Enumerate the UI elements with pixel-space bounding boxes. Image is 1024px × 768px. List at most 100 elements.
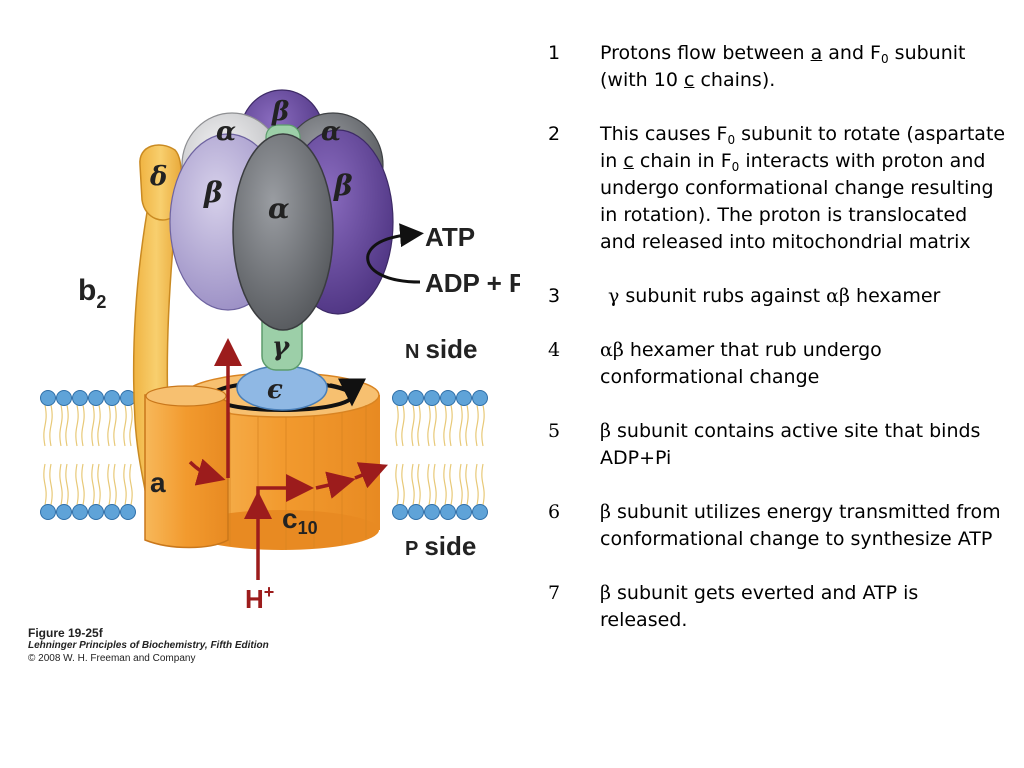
lipid-tail xyxy=(113,463,117,506)
c10-label: c10 xyxy=(282,503,318,538)
a-subunit xyxy=(144,394,229,549)
lipid-head xyxy=(392,504,408,520)
epsilon-label: ϵ xyxy=(267,375,283,405)
lipid-head xyxy=(408,390,424,406)
lipid-tail xyxy=(49,463,53,506)
step-number: 4 xyxy=(548,339,561,361)
lipid-head xyxy=(456,390,472,406)
lipid-tail xyxy=(427,463,431,506)
lipid-head xyxy=(88,504,104,520)
lipid-head xyxy=(392,390,408,406)
lipid-tail xyxy=(395,404,399,447)
adp-pi-label: ADP + Pi xyxy=(425,268,520,302)
step-number: 1 xyxy=(548,42,561,64)
lipid-tail xyxy=(433,463,437,506)
lipid-tail xyxy=(401,463,405,506)
lipid-tail xyxy=(475,404,479,447)
lipid-tail xyxy=(123,404,127,447)
lipid-tail xyxy=(123,463,127,506)
mechanism-steps-list: 1 Protons flow between a and F0 subunit … xyxy=(548,40,1008,661)
step-number: 7 xyxy=(548,582,561,604)
step-5: 5 β subunit contains active site that bi… xyxy=(548,420,981,469)
lipid-head xyxy=(472,504,488,520)
lipid-tail xyxy=(97,404,101,447)
step-number: 2 xyxy=(548,123,561,145)
lipid-head xyxy=(72,504,88,520)
step-number: 6 xyxy=(548,501,561,523)
lipid-tail xyxy=(91,463,95,506)
lipid-head xyxy=(88,390,104,406)
figure-caption-title: Figure 19-25f xyxy=(28,626,103,640)
step-number: 3 xyxy=(548,285,561,307)
lipid-tail xyxy=(443,404,447,447)
lipid-head xyxy=(104,390,120,406)
step-1: 1 Protons flow between a and F0 subunit … xyxy=(548,42,966,91)
lipid-tail xyxy=(465,404,469,447)
lipid-bilayer xyxy=(40,390,488,520)
proton-label: H+ xyxy=(245,582,274,614)
lipid-tail xyxy=(475,463,479,506)
lipid-head xyxy=(120,504,136,520)
b2-label: b2 xyxy=(78,274,106,312)
lipid-tail xyxy=(129,404,133,447)
a-subunit-label: a xyxy=(150,467,166,498)
lipid-head xyxy=(40,504,56,520)
lipid-head xyxy=(40,390,56,406)
lipid-tail xyxy=(75,463,79,506)
lipid-head xyxy=(56,504,72,520)
lipid-tail xyxy=(411,404,415,447)
alpha-center-subunit xyxy=(232,133,334,331)
gamma-label: γ xyxy=(272,332,291,362)
lipid-tail xyxy=(465,463,469,506)
lipid-tail xyxy=(443,463,447,506)
lipid-tail xyxy=(59,463,63,506)
delta-label: δ xyxy=(149,162,167,192)
lipid-tail xyxy=(75,404,79,447)
lipid-head xyxy=(72,390,88,406)
lipid-tail xyxy=(129,463,133,506)
step-3: 3 γ subunit rubs against αβ hexamer xyxy=(548,283,1008,310)
step-7: 7 β subunit gets everted and ATP is rele… xyxy=(548,582,919,631)
lipid-head xyxy=(440,504,456,520)
lipid-tail xyxy=(395,463,399,506)
lipid-tail xyxy=(107,463,111,506)
lipid-tail xyxy=(481,404,485,447)
lipid-tail xyxy=(459,463,463,506)
figure-caption-copyright: © 2008 W. H. Freeman and Company xyxy=(28,653,196,664)
alpha-right-label: α xyxy=(321,117,341,147)
lipid-tail xyxy=(107,404,111,447)
lipid-tail xyxy=(481,463,485,506)
alpha-left-label: α xyxy=(216,117,236,147)
lipid-tail xyxy=(43,404,47,447)
lipid-tail xyxy=(401,404,405,447)
lipid-tail xyxy=(59,404,63,447)
lipid-head xyxy=(104,504,120,520)
beta-left-label: β xyxy=(203,176,223,209)
step-6: 6 β subunit utilizes energy transmitted … xyxy=(548,501,1001,550)
lipid-tail xyxy=(449,404,453,447)
step-4: 4 αβ hexamer that rub undergo conformati… xyxy=(548,339,882,388)
lipid-tail xyxy=(417,463,421,506)
atp-synthase-diagram: δ b2 a ϵ γ β α xyxy=(40,89,520,614)
atp-label: ATP xyxy=(425,222,475,252)
step-2: 2 This causes F0 subunit to rotate (aspa… xyxy=(548,123,1006,253)
lipid-head xyxy=(456,504,472,520)
proton-path-arrows xyxy=(188,338,388,580)
beta-top-label: β xyxy=(271,97,289,127)
beta-right-label: β xyxy=(333,169,353,202)
lipid-tail xyxy=(411,463,415,506)
lipid-tail xyxy=(65,463,69,506)
lipid-tail xyxy=(81,404,85,447)
lipid-tail xyxy=(449,463,453,506)
lipid-tail xyxy=(417,404,421,447)
lipid-tail xyxy=(49,404,53,447)
lipid-tail xyxy=(43,463,47,506)
lipid-head xyxy=(424,390,440,406)
lipid-tail xyxy=(459,404,463,447)
lipid-tail xyxy=(113,404,117,447)
figure-caption-book: Lehninger Principles of Biochemistry, Fi… xyxy=(28,640,269,651)
lipid-head xyxy=(440,390,456,406)
lipid-tail xyxy=(91,404,95,447)
